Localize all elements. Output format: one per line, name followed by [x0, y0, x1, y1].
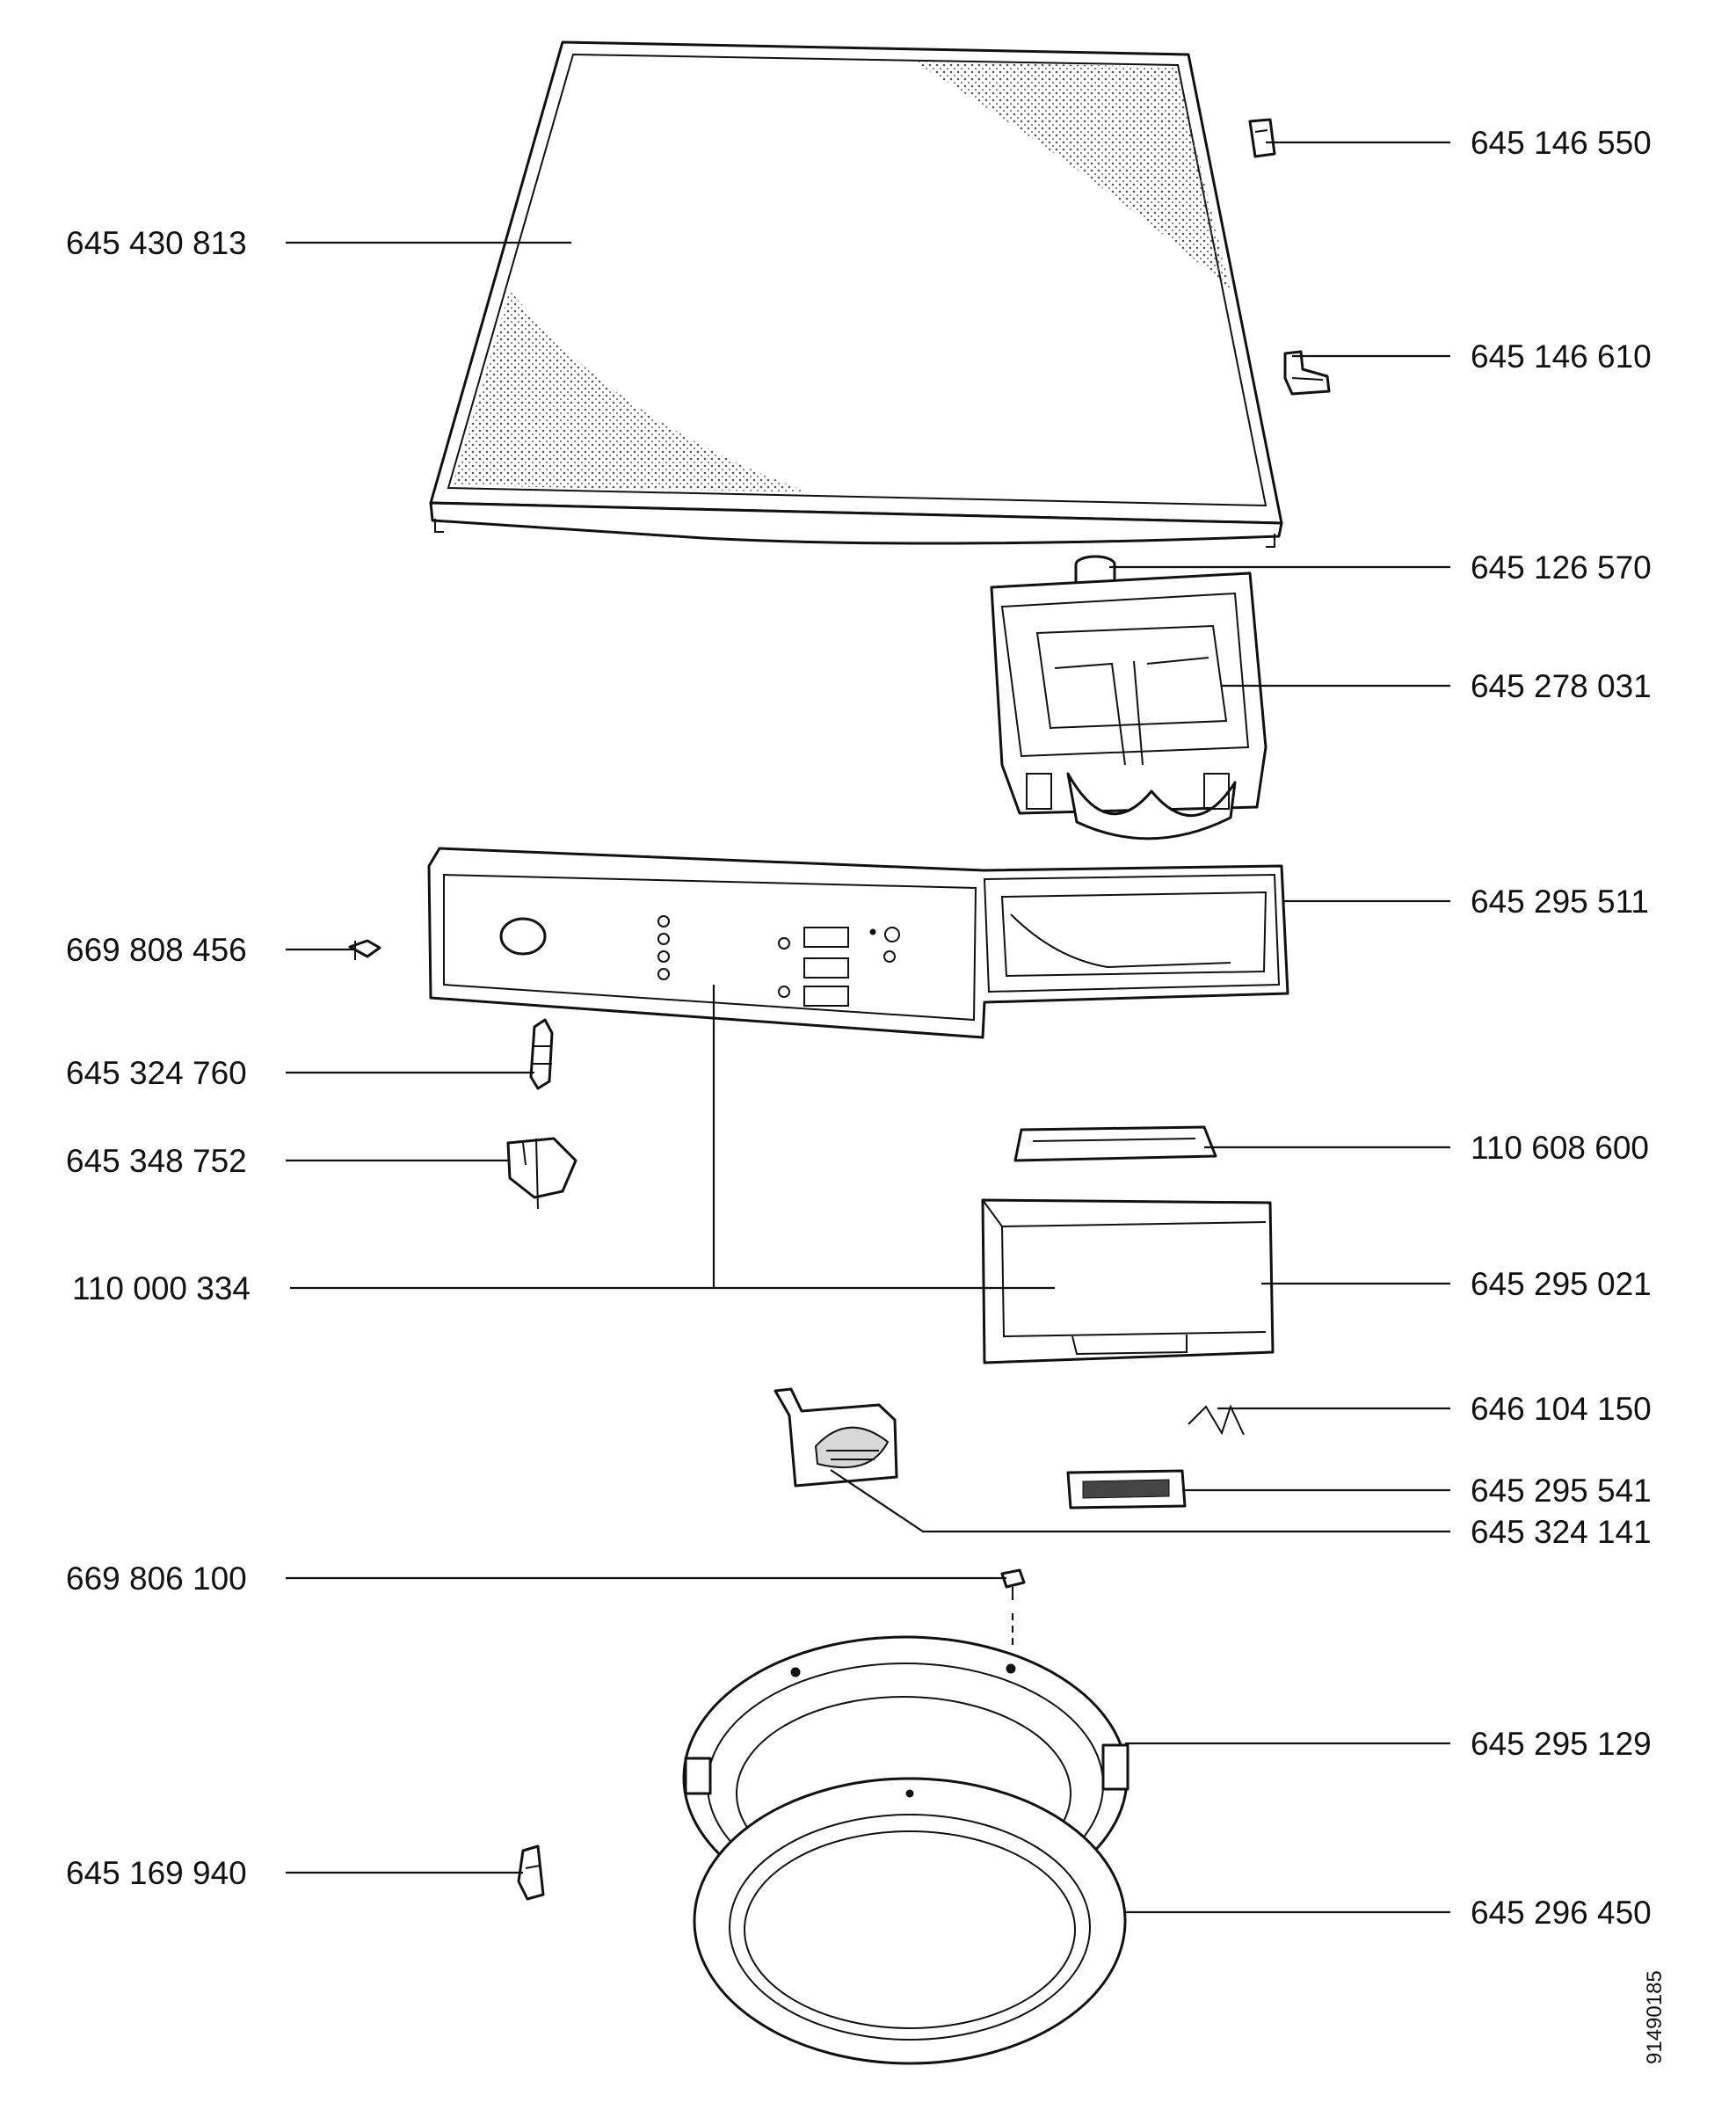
leader-lines [286, 141, 1450, 1914]
document-code: 91490185 [1643, 1970, 1667, 2064]
label-110608600: 110 608 600 [1471, 1130, 1649, 1166]
lid-hinge-part [1283, 350, 1331, 396]
label-645169940: 645 169 940 [66, 1855, 247, 1891]
label-669806100: 669 806 100 [66, 1561, 247, 1597]
label-645295541: 645 295 541 [1471, 1473, 1652, 1509]
detergent-drawer-part [990, 571, 1267, 840]
label-645295129: 645 295 129 [1471, 1726, 1652, 1762]
label-645430813: 645 430 813 [66, 225, 247, 261]
door-handle-part [517, 1844, 545, 1901]
panel-clip-part [529, 1018, 554, 1090]
label-645295021: 645 295 021 [1471, 1266, 1652, 1302]
lid-part [429, 40, 1283, 548]
label-645126570: 645 126 570 [1471, 549, 1652, 586]
lid-clip-part [1248, 118, 1276, 158]
program-knob-part [506, 1137, 577, 1210]
label-645296450: 645 296 450 [1471, 1895, 1652, 1931]
label-645146550: 645 146 550 [1471, 125, 1652, 161]
display-strip-part [1013, 1125, 1217, 1162]
label-645146610: 645 146 610 [1471, 338, 1652, 375]
label-645278031: 645 278 031 [1471, 668, 1652, 704]
label-645295511: 645 295 511 [1471, 884, 1649, 920]
label-645324141: 645 324 141 [1471, 1514, 1652, 1550]
wire-spring-part [1188, 1404, 1245, 1436]
label-110000334: 110 000 334 [72, 1270, 251, 1306]
part-labels: 645 430 813 645 146 550 645 146 610 645 … [66, 125, 1667, 2064]
control-panel-part [427, 847, 1289, 1039]
door-screw-part [1000, 1568, 1026, 1648]
label-645348752: 645 348 752 [66, 1143, 247, 1179]
pump-cover-part [774, 1387, 898, 1488]
filter-cap-part [1066, 1469, 1187, 1510]
door-gasket-part [693, 1777, 1127, 2065]
label-646104150: 646 104 150 [1471, 1391, 1652, 1427]
front-panel-part [981, 1198, 1275, 1364]
label-669808456: 669 808 456 [66, 932, 247, 968]
label-645324760: 645 324 760 [66, 1055, 247, 1091]
